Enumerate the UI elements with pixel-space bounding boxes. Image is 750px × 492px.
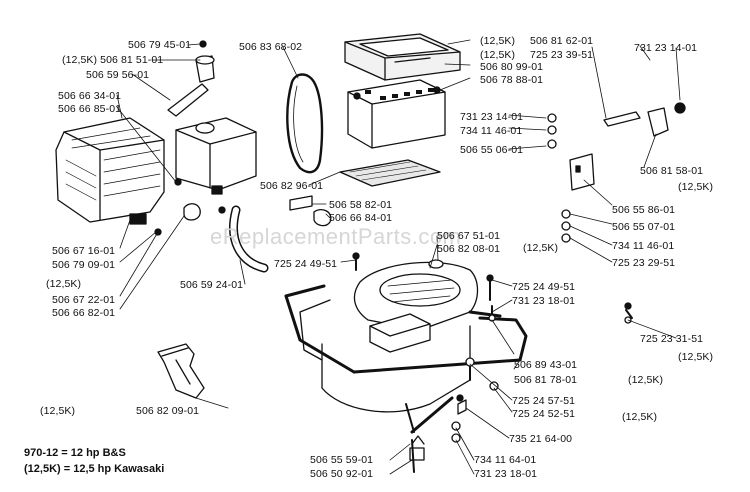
part-label: 734 11 46-01: [612, 240, 675, 252]
part-label: 734 11 46-01: [460, 125, 523, 137]
part-label: (12,5K): [622, 411, 658, 423]
battery-mat-drawing: [339, 159, 441, 187]
fuel-hose-drawing: [229, 205, 269, 273]
part-label: 506 80 99-01: [480, 61, 544, 73]
part-label: 506 67 16-01: [52, 245, 116, 257]
part-label: 506 55 07-01: [612, 221, 676, 233]
part-label: 506 55 06-01: [460, 144, 524, 156]
part-label: 731 23 14-01: [634, 42, 698, 54]
battery-cover-drawing: [344, 33, 461, 81]
strap-drawing: [286, 73, 324, 174]
bracket-drawing: [157, 343, 205, 399]
muffler-drawing: [55, 117, 165, 225]
part-label: 506 82 96-01: [260, 180, 324, 192]
part-label: 735 21 64-00: [509, 433, 573, 445]
watermark-text: eReplacementParts.com: [210, 224, 462, 249]
fuel-cap-drawing: [167, 40, 215, 117]
part-label: 725 23 29-51: [612, 257, 676, 269]
part-label: 506 81 58-01: [640, 165, 704, 177]
part-label: 725 23 31-51: [640, 333, 704, 345]
part-label: 506 67 22-01: [52, 294, 116, 306]
part-label: 731 23 14-01: [460, 111, 524, 123]
legend-line-2: (12,5K) = 12,5 hp Kawasaki: [24, 463, 165, 475]
part-label: 731 23 18-01: [512, 295, 576, 307]
part-label: 506 89 43-01: [514, 359, 578, 371]
part-label: (12,5K): [480, 49, 516, 61]
part-label: 506 79 45-01: [128, 39, 192, 51]
part-label: 506 79 09-01: [52, 259, 116, 271]
part-label: 725 24 52-51: [512, 408, 576, 420]
part-label: (12,5K): [46, 278, 82, 290]
ignition-drawing: [547, 102, 686, 243]
part-label: 506 81 78-01: [514, 374, 578, 386]
part-label: 734 11 64-01: [474, 454, 537, 466]
part-label: 506 59 56-01: [86, 69, 150, 81]
part-label: 506 59 24-01: [180, 279, 244, 291]
clips-drawing: [154, 178, 332, 236]
part-label: 506 82 09-01: [136, 405, 200, 417]
part-label: (12,5K): [40, 405, 76, 417]
part-label: (12,5K) 506 81 51-01: [62, 54, 164, 66]
part-label: 725 24 49-51: [274, 258, 338, 270]
fuel-tank-drawing: [175, 117, 257, 195]
part-label: 506 66 85-01: [58, 103, 122, 115]
part-label: 731 23 18-01: [474, 468, 538, 480]
legend-line-1: 970-12 = 12 hp B&S: [24, 447, 126, 459]
part-label: (12,5K): [678, 181, 714, 193]
leader-lines: [116, 39, 681, 475]
part-label: 725 24 49-51: [512, 281, 576, 293]
part-label: 506 78 88-01: [480, 74, 544, 86]
part-label: 506 66 82-01: [52, 307, 116, 319]
part-label: 506 50 92-01: [310, 468, 374, 480]
part-label: 506 55 86-01: [612, 204, 676, 216]
part-label: 506 67 51-01: [437, 230, 501, 242]
part-label: 506 66 34-01: [58, 90, 122, 102]
part-label: 506 83 68-02: [239, 41, 303, 53]
part-label: 725 24 57-51: [512, 395, 576, 407]
engine-drawing: [284, 252, 633, 473]
part-label: 506 82 08-01: [437, 243, 501, 255]
part-label: (12,5K): [678, 351, 714, 363]
part-label: 506 81 62-01: [530, 35, 594, 47]
battery-drawing: [347, 79, 446, 149]
part-label: 506 55 59-01: [310, 454, 374, 466]
part-label: (12,5K): [480, 35, 516, 47]
part-label: 506 66 84-01: [329, 212, 393, 224]
part-label: 506 58 82-01: [329, 199, 393, 211]
part-label: 725 23 39-51: [530, 49, 594, 61]
part-label: (12,5K): [628, 374, 664, 386]
part-label: (12,5K): [523, 242, 559, 254]
